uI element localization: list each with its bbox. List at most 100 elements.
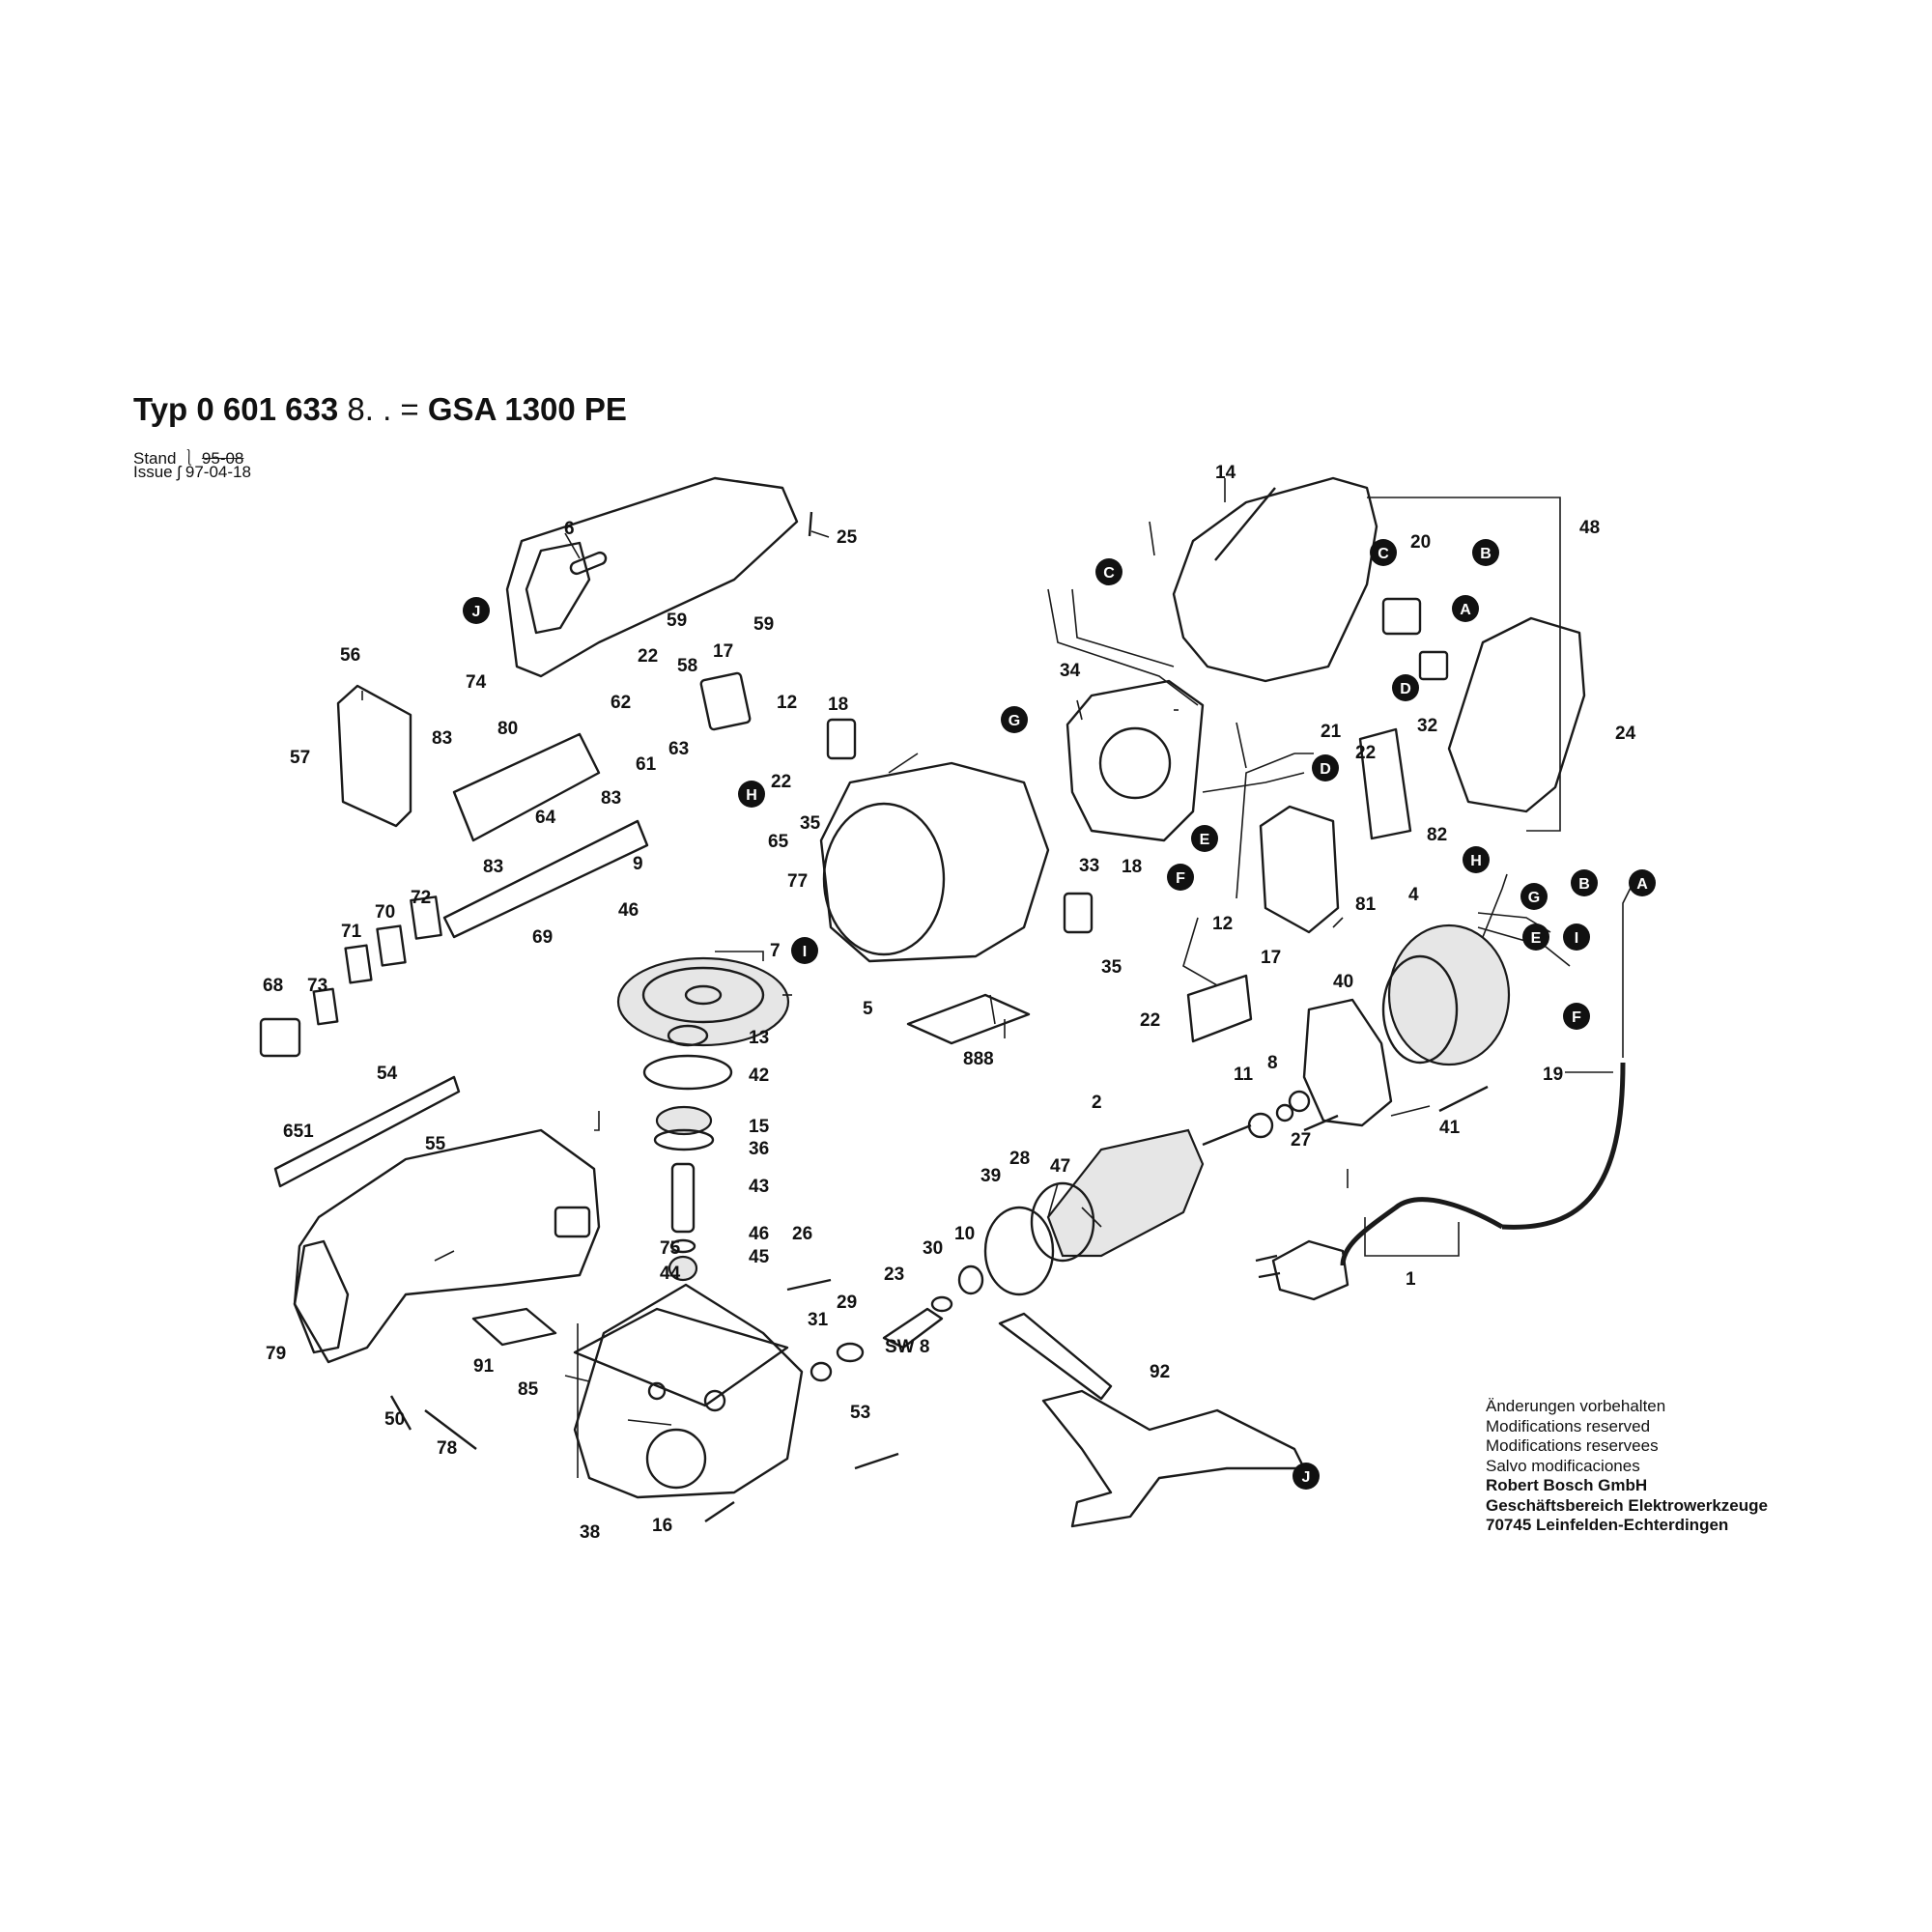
cover-17-upper-shape <box>699 671 752 731</box>
washer-29-shape <box>836 1342 865 1363</box>
housing-opening-shape <box>525 541 591 635</box>
callout-72: 72 <box>411 888 431 908</box>
armature-shaft-shape <box>1202 1123 1252 1147</box>
brush-holder-18b-shape <box>1063 892 1094 934</box>
armature-shape <box>1046 1128 1205 1258</box>
legal-notes: Änderungen vorbehalten Modifications res… <box>1486 1397 1768 1536</box>
callout-69: 69 <box>532 927 553 948</box>
callout-27: 27 <box>1291 1130 1311 1151</box>
clamp-68-shape <box>259 1017 301 1058</box>
pinion-shape <box>882 1307 944 1350</box>
callout-8: 8 <box>1267 1053 1278 1073</box>
clamp-lever-handle-shape <box>998 1312 1113 1401</box>
callout-17: 17 <box>713 641 733 662</box>
svg-text:A: A <box>1636 876 1648 893</box>
bearing-plate-shape <box>1065 679 1205 842</box>
svg-text:E: E <box>1531 930 1542 947</box>
svg-text:A: A <box>1460 602 1471 618</box>
callout-57: 57 <box>290 748 310 768</box>
svg-text:D: D <box>1400 681 1411 697</box>
type-number-part1: 0 601 <box>196 391 276 427</box>
callout-80: 80 <box>497 719 518 739</box>
gear-base-bore-shape <box>645 1428 707 1490</box>
cables <box>1047 588 1634 1266</box>
wire-h-shape <box>1482 873 1508 938</box>
handle-left-shape <box>1172 476 1378 683</box>
callout-17b: 17 <box>1261 948 1281 968</box>
bearing-44-shape <box>668 1255 698 1282</box>
connector-d-badge: D <box>1392 674 1419 701</box>
callout-22b: 22 <box>771 772 791 792</box>
callout-7: 7 <box>770 941 781 961</box>
motor-housing-bore-shape <box>822 802 946 956</box>
company-division: Geschäftsbereich Elektrowerkzeuge <box>1486 1495 1768 1515</box>
svg-text:G: G <box>1009 713 1020 729</box>
wire-d-shape <box>1202 772 1305 793</box>
callout-46: 46 <box>618 900 639 921</box>
callout-65: 65 <box>768 832 789 852</box>
plate-56-shape <box>336 684 412 828</box>
callout-85: 85 <box>518 1379 539 1400</box>
callout-56: 56 <box>340 645 360 666</box>
leader-lines <box>361 478 1613 1426</box>
connector-h2-badge: H <box>1463 846 1490 873</box>
callout-4: 4 <box>1408 885 1419 905</box>
bracket-81-shape <box>1236 753 1295 899</box>
callout-83c: 83 <box>483 857 503 877</box>
issue-value: 97-04-18 <box>185 463 251 481</box>
plate-71-shape <box>344 944 373 984</box>
svg-text:H: H <box>746 787 757 804</box>
callout-26: 26 <box>792 1224 812 1244</box>
connector-a-badge: A <box>1452 595 1479 622</box>
callout-numbers: 1 2 4 5 6 7 8 9 10 11 12 12 13 14 15 16 … <box>263 463 1636 1543</box>
svg-text:D: D <box>1320 761 1331 778</box>
plug-pin-shape <box>1255 1254 1278 1263</box>
callout-29: 29 <box>837 1293 857 1313</box>
callout-35: 35 <box>800 813 821 834</box>
callout-6: 6 <box>564 519 575 539</box>
clamp-lever-shape <box>1041 1389 1306 1528</box>
bearing-10-shape <box>957 1264 984 1295</box>
gear-base-hole-shape <box>647 1381 667 1401</box>
screw-41-shape <box>1438 1085 1489 1113</box>
bearing-11-shape <box>1247 1112 1274 1139</box>
callout-12: 12 <box>777 693 797 713</box>
callout-43: 43 <box>749 1177 769 1197</box>
gear-wheel-shape <box>616 956 790 1047</box>
ring-8-shape <box>1275 1103 1294 1122</box>
note-line-en: Modifications reserved <box>1486 1416 1651 1435</box>
gear-base-hole-shape <box>703 1389 726 1412</box>
callout-16: 16 <box>652 1516 672 1536</box>
note-line-fr: Modifications reservees <box>1486 1436 1659 1455</box>
callout-18b: 18 <box>1122 857 1142 877</box>
stand-value: 95-08 <box>201 449 244 468</box>
callout-11: 11 <box>1234 1065 1254 1085</box>
callout-47: 47 <box>1050 1156 1070 1177</box>
callout-50: 50 <box>384 1409 405 1430</box>
connector-j-badge: J <box>463 597 490 624</box>
callout-sw8: SW 8 <box>885 1337 929 1357</box>
wire-f-shape <box>1182 917 1218 986</box>
motor-housing-shape <box>819 761 1050 963</box>
callout-13: 13 <box>749 1028 769 1048</box>
svg-text:F: F <box>1176 870 1185 887</box>
callout-92: 92 <box>1150 1362 1170 1382</box>
callout-18: 18 <box>828 695 848 715</box>
callout-81: 81 <box>1355 895 1377 915</box>
callout-10: 10 <box>954 1224 975 1244</box>
callout-68: 68 <box>263 976 283 996</box>
callout-75: 75 <box>660 1238 681 1259</box>
wire-c-shape <box>1047 588 1199 706</box>
ring-27-shape <box>1288 1090 1311 1113</box>
bearing-15-shape <box>655 1105 713 1136</box>
connector-h-badge: H <box>738 781 765 808</box>
type-number-part2: 633 <box>285 391 339 427</box>
issue-label: Issue <box>133 463 173 481</box>
housing-front-face-shape <box>293 1239 350 1354</box>
callout-1: 1 <box>1406 1269 1416 1290</box>
brace-icon: ʃ <box>177 463 182 481</box>
connector-f-badge: F <box>1167 864 1194 891</box>
svg-text:G: G <box>1528 890 1540 906</box>
stand-label: Stand <box>133 449 177 468</box>
